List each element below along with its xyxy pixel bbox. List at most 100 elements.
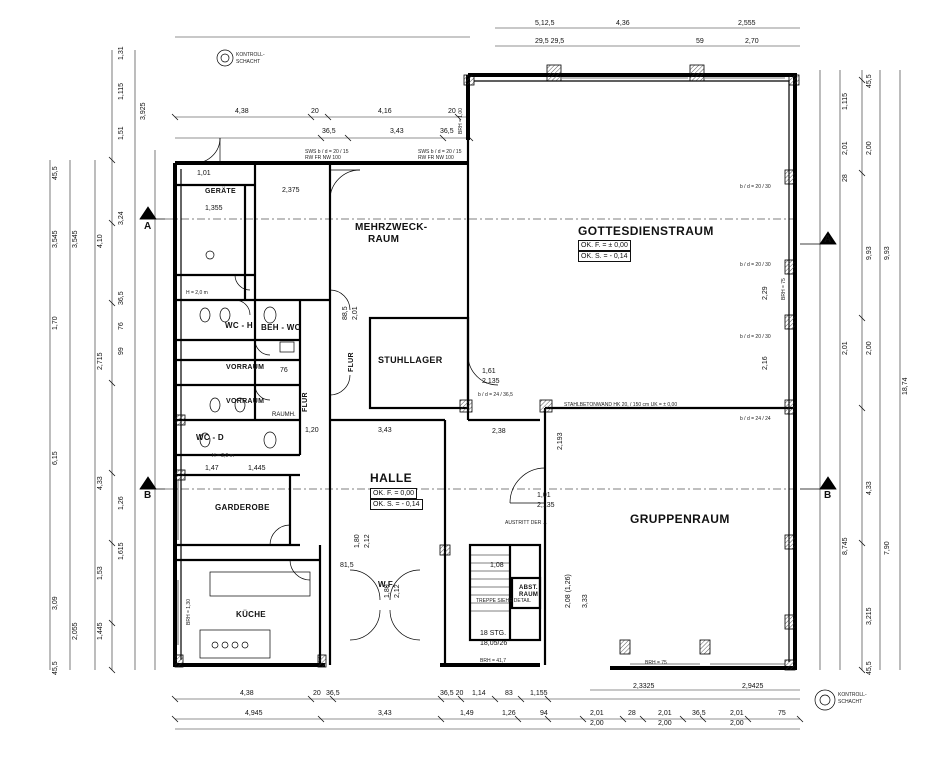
note-h20-b: H = 2,0 m [212,453,234,459]
dimension-ticks [108,76,866,723]
dim-top-255: 29,5 29,5 [535,38,565,45]
dimension-lines [49,27,901,730]
dim-bottom-365: 36,5 [326,690,340,697]
note-kontroll-top-2: SCHACHT [236,59,261,65]
dim-inner-101: 1,01 [537,492,551,499]
note-sws-3: SWS b / d = 20 / 15 [418,149,462,155]
room-wc-h: WC - H [225,321,254,330]
dim-bottom-4945: 4,945 [245,710,263,717]
dim-top-59: 59 [696,38,704,45]
dim-inner-212b: 2,12 [394,584,401,598]
dim-inner-238: 2,38 [492,428,506,435]
dim-inner-120: 1,20 [305,427,319,434]
dim-right-433: 4,33 [866,481,873,495]
dim-inner-208: 2,08 (1,26) [565,574,572,608]
dim-bottom-75: 75 [778,710,786,717]
dim-bottom-365-20: 36,5 20 [440,690,464,697]
dim-inner-216: 2,16 [762,356,769,370]
dim-right-200a: 2,00 [866,141,873,155]
room-gruppenraum: GRUPPENRAUM [630,512,730,526]
dim-left-3545b: 3,545 [72,230,79,248]
note-stahlbetonwand: STAHLBETONWAND HK 20, / 150 cm UK = ± 0,… [564,402,678,408]
dim-left-455a: 45,5 [52,166,59,180]
stair-treads [470,554,510,612]
room-beh-wc: BEH - WC [261,323,301,332]
room-wf: W.F. [378,580,395,589]
section-a-left: A [144,221,152,232]
room-abst-raum-2: RAUM [519,592,539,598]
dim-left-99: 99 [118,347,125,355]
section-b-left: B [144,490,152,501]
dim-inner-343: 3,43 [378,427,392,434]
room-mehrzweckraum-line2: RAUM [368,234,400,245]
note-brh-417: BRH = 41,7 [480,658,506,664]
dim-bottom-28: 28 [628,710,636,717]
dim-left-365: 36,5 [118,291,125,305]
dim-bottom-438: 4,38 [240,690,254,697]
dim-top-416: 4,16 [378,108,392,115]
dim-top-1355: 1,355 [205,205,223,212]
dim-right-1874: 18,74 [902,377,909,395]
dim-bottom-114: 1,14 [472,690,486,697]
dim-right-201a: 2,01 [842,141,849,155]
note-kontroll-bottom-2: SCHACHT [838,699,863,705]
dim-left-1445: 1,445 [97,622,104,640]
dim-bottom-343: 3,43 [378,710,392,717]
dim-inner-180b: 1,80 [384,584,391,598]
dim-bottom-83: 83 [505,690,513,697]
kitchen-counters [199,571,311,659]
dim-bottom-29425: 2,9425 [742,683,764,690]
dim-right-790: 7,90 [884,541,891,555]
note-kontroll-top-1: KONTROLL- [236,52,265,58]
dim-inner-76: 76 [280,367,288,374]
stairs-ratio: 18,05/26 [480,640,508,647]
dim-inner-2135a: 2,135 [482,378,500,385]
room-garderobe: GARDEROBE [215,503,270,512]
room-stuhllager: STUHLLAGER [378,355,443,365]
dim-left-433: 4,33 [97,476,104,490]
dim-left-1115: 1,115 [118,83,125,100]
section-markers [139,206,837,490]
dim-bottom-200a: 2,00 [590,720,604,727]
note-treppe: TREPPE SIEHE DETAIL [476,598,531,604]
dim-right-201b: 2,01 [842,341,849,355]
dim-right-1115: 1,115 [842,93,849,110]
dim-inner-108: 1,08 [490,562,504,569]
note-brh-100: BRH = 1,00 [458,108,464,134]
dim-inner-201: 2,01 [352,306,359,320]
level-halle-ok-f: OK. F. = 0,00 [370,488,418,499]
dim-top-365b: 36,5 [440,128,454,135]
dim-right-993a: 9,93 [866,246,873,260]
room-kueche: KÜCHE [236,610,266,619]
note-sws-2: RW FR NW 100 [305,155,341,161]
room-vorraum-2: VORRAUM [226,398,265,405]
room-vorraum-1: VORRAUM [226,364,265,371]
dim-top-2375: 2,375 [282,187,300,194]
dim-inner-333: 3,33 [582,594,589,608]
windows [177,77,785,665]
level-gd-ok-f: OK. F. = ± 0,00 [578,240,631,251]
room-gottesdienstraum: GOTTESDIENSTRAUM [578,224,714,238]
note-bd-2030-a: b / d = 20 / 30 [740,184,771,190]
dim-bottom-365b: 36,5 [692,710,706,717]
dim-right-455a: 45,5 [866,74,873,88]
room-wc-d: WC - D [196,433,225,442]
note-bd-2030-c: b / d = 20 / 30 [740,334,771,340]
dim-bottom-200b: 2,00 [658,720,672,727]
room-mehrzweckraum-line1: MEHRZWECK- [355,222,428,233]
dim-inner-229: 2,29 [762,286,769,300]
dim-bottom-200c: 2,00 [730,720,744,727]
dim-left-170: 1,70 [52,316,59,330]
dim-right-3215: 3,215 [866,607,873,625]
dim-bottom-201a: 2,01 [590,710,604,717]
dim-top-51245: 5,12,5 [535,20,555,27]
stairs-count: 18 STG. [480,630,507,637]
dim-top-270: 2,70 [745,38,759,45]
note-bd-2424: b / d = 24 / 24 [740,416,771,422]
dim-right-8745: 8,745 [842,537,849,555]
inspection-shafts [216,49,836,711]
room-halle: HALLE [370,471,412,485]
dim-top-343: 3,43 [390,128,404,135]
dim-bottom-23325: 2,3325 [633,683,655,690]
